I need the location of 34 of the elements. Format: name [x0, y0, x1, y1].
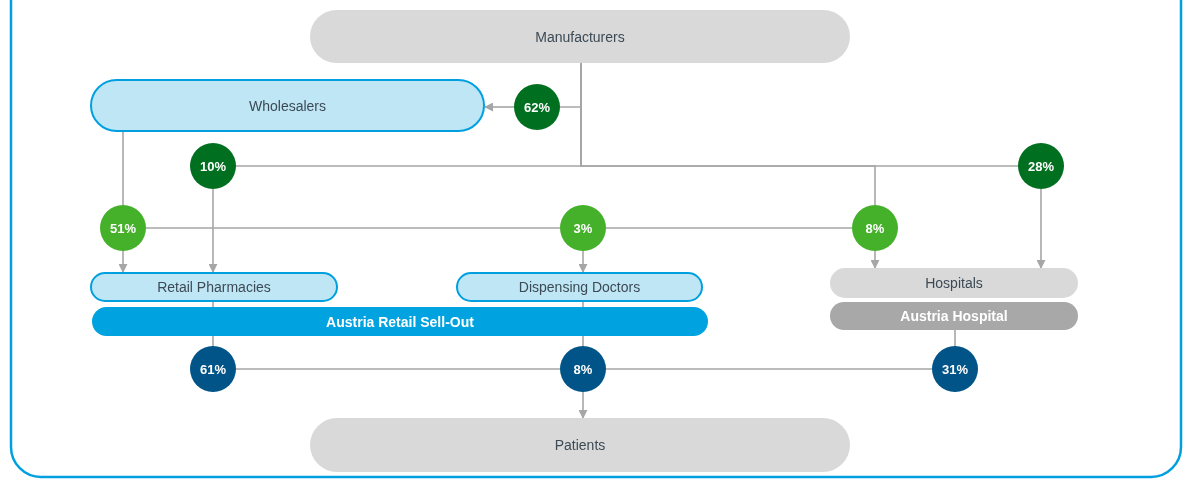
- percentage-circle: 28%: [1018, 143, 1064, 189]
- connector-line: [605, 227, 853, 229]
- connector-line: [145, 227, 561, 229]
- banner-bar: Austria Retail Sell-Out: [92, 307, 708, 336]
- arrow: [578, 250, 588, 273]
- banner-bar: Austria Hospital: [830, 302, 1078, 330]
- percentage-circle: 62%: [514, 84, 560, 130]
- rounded-box: Manufacturers: [310, 10, 850, 63]
- rounded-box: Patients: [310, 418, 850, 472]
- rounded-box: Hospitals: [830, 268, 1078, 298]
- arrow: [118, 249, 128, 273]
- connector-line: [212, 301, 214, 308]
- percentage-circle: 8%: [852, 205, 898, 251]
- arrow: [208, 188, 218, 273]
- rounded-box: Wholesalers: [90, 79, 485, 132]
- connector-line: [122, 131, 124, 206]
- arrow: [484, 102, 515, 112]
- rounded-box: Retail Pharmacies: [90, 272, 338, 302]
- percentage-circle: 10%: [190, 143, 236, 189]
- arrow: [870, 250, 880, 269]
- connector-line: [605, 368, 933, 370]
- connector-line: [582, 301, 584, 308]
- connector-line: [954, 329, 956, 347]
- connector-line: [582, 335, 584, 347]
- connector-line: [235, 368, 561, 370]
- percentage-circle: 8%: [560, 346, 606, 392]
- percentage-circle: 51%: [100, 205, 146, 251]
- rounded-box: Dispensing Doctors: [456, 272, 703, 302]
- percentage-circle: 31%: [932, 346, 978, 392]
- percentage-circle: 61%: [190, 346, 236, 392]
- arrow: [578, 391, 588, 419]
- connector-line: [212, 335, 214, 347]
- percentage-circle: 3%: [560, 205, 606, 251]
- arrow: [1036, 188, 1046, 269]
